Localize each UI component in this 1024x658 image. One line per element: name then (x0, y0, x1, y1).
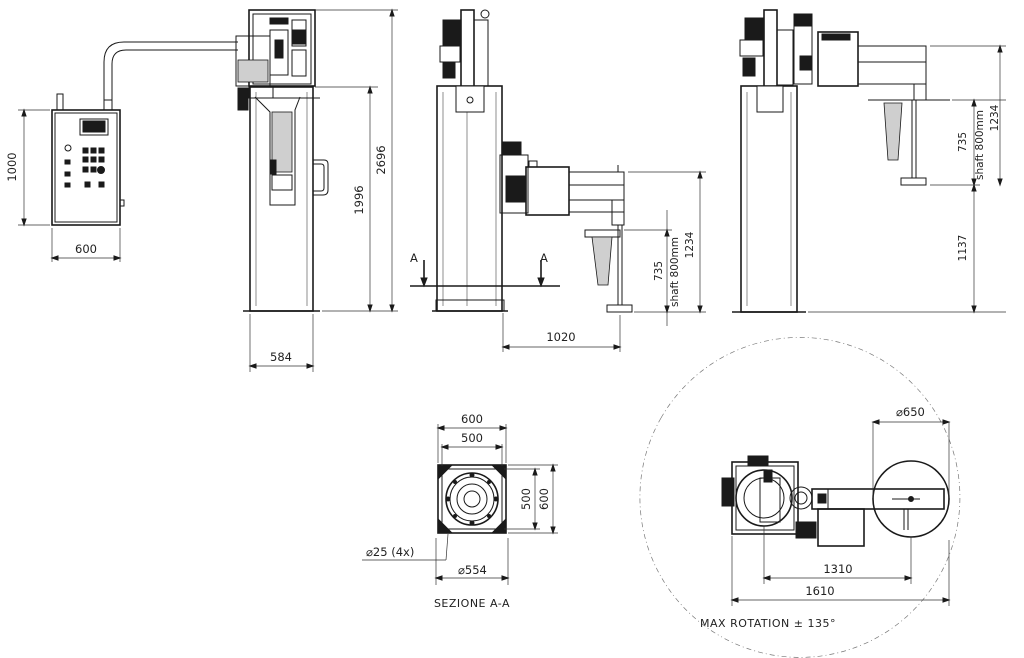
dim-right-arm-height: 1234 (989, 104, 1001, 131)
right-view-dimensions: 735 shaft 800mm 1234 1137 (808, 44, 1006, 314)
front-view-machine: A A (410, 9, 633, 313)
dim-stroke-735: 735 (653, 261, 665, 281)
section-dimensions: 600 500 500 600 ⌀25 (4x) ⌀554 SEZIONE A-… (362, 412, 558, 610)
front-view-dimensions: 1020 735 shaft 800mm 1234 (501, 170, 706, 352)
section-view (437, 464, 507, 534)
dim-arm-height: 1234 (684, 231, 696, 258)
dim-right-shaft-800: shaft 800mm (974, 110, 986, 180)
side-view-dimensions: 1000 600 584 1996 2696 (5, 8, 398, 372)
section-mark-left: A (410, 251, 418, 265)
section-title: SEZIONE A-A (434, 597, 510, 610)
dim-bolt-circle: ⌀554 (458, 563, 487, 577)
dim-total-height: 2696 (374, 145, 388, 174)
dim-panel-height: 1000 (5, 152, 19, 181)
side-view-machine (235, 9, 329, 312)
dim-right-stroke-735: 735 (957, 132, 969, 152)
dim-base-width: 584 (270, 350, 292, 364)
panel-buttons (64, 144, 105, 188)
plan-view-dimensions: ⌀650 1310 1610 MAX ROTATION ± 135° (700, 405, 951, 630)
rotation-label: MAX ROTATION ± 135° (700, 617, 836, 630)
dim-plate-diameter: ⌀650 (896, 405, 925, 419)
dim-reach-1610: 1610 (805, 584, 834, 598)
dim-section-outer: 600 (461, 412, 483, 426)
dim-right-low-height: 1137 (957, 235, 969, 262)
dim-hole-diameter: ⌀25 (4x) (366, 545, 414, 559)
dim-column-height: 1996 (352, 185, 366, 214)
dim-section-inner: 500 (461, 431, 483, 445)
dim-shaft-800: shaft 800mm (669, 237, 681, 307)
dim-arm-reach: 1020 (546, 330, 575, 344)
dim-reach-1310: 1310 (823, 562, 852, 576)
dim-section-outer-v: 600 (537, 488, 551, 510)
control-panel (51, 41, 238, 226)
dim-section-inner-v: 500 (519, 488, 533, 510)
plan-view-machine (639, 337, 961, 658)
dim-panel-width: 600 (75, 242, 97, 256)
section-mark-right: A (540, 251, 548, 265)
right-view-machine (732, 9, 950, 313)
